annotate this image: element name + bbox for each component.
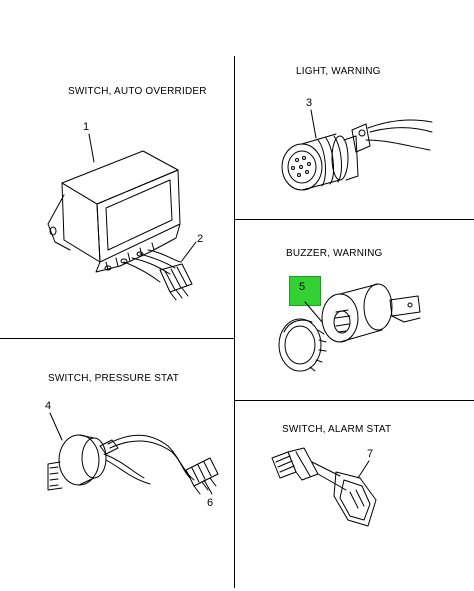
panel-title-auto-overrider: SWITCH, AUTO OVERRIDER: [68, 86, 207, 97]
horizontal-divider-left: [0, 338, 234, 339]
callout-2: 2: [197, 233, 204, 245]
auto-overrider-switch-drawing: [47, 133, 197, 301]
panel-title-light-warning: LIGHT, WARNING: [296, 66, 381, 77]
horizontal-divider-right-bottom: [234, 400, 474, 401]
pressure-stat-switch-drawing: [47, 412, 219, 495]
callout-3: 3: [306, 97, 313, 109]
vertical-divider: [234, 56, 235, 588]
horizontal-divider-right-top: [234, 219, 474, 220]
callout-5-highlight-box: [289, 276, 321, 306]
callout-5: 5: [299, 281, 306, 293]
callout-4: 4: [45, 400, 52, 412]
callout-6: 6: [207, 497, 214, 509]
panel-title-pressure-stat: SWITCH, PRESSURE STAT: [48, 373, 180, 384]
warning-light-drawing: [281, 109, 433, 191]
panel-title-alarm-stat: SWITCH, ALARM STAT: [282, 424, 392, 435]
alarm-stat-switch-drawing: [271, 447, 377, 527]
warning-buzzer-drawing: [278, 283, 421, 372]
panel-title-buzzer-warning: BUZZER, WARNING: [286, 248, 383, 259]
callout-7: 7: [367, 448, 374, 460]
callout-1: 1: [83, 121, 90, 133]
